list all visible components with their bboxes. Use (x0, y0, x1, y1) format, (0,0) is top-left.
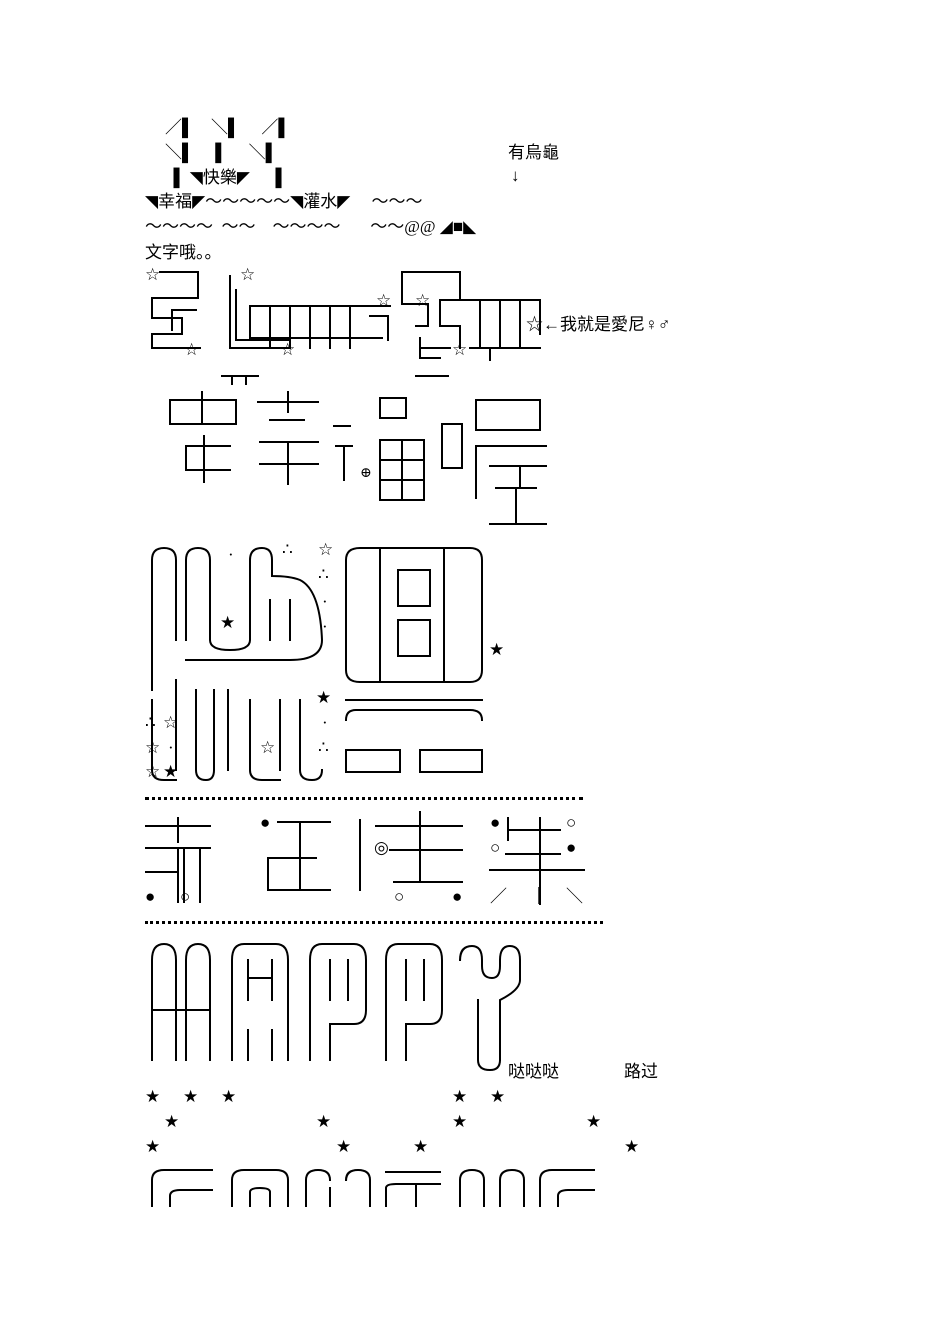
boxed-glyph-2 (267, 821, 331, 891)
star-white: ☆ (163, 713, 179, 732)
circle-black: ● (260, 813, 271, 832)
header-art-row4: ◥幸福◤～～～～～◥灌水◤ ～～～ (145, 192, 423, 211)
rounded-glyph-3 (151, 679, 324, 782)
star-white: ☆ (452, 340, 468, 359)
star-black: ★ (221, 1087, 237, 1106)
bar-mark: ｜ (530, 887, 547, 906)
star-white: ☆ (415, 291, 431, 310)
circle-black: ● (145, 887, 156, 906)
rounded-glyph-2 (345, 547, 483, 683)
circle-black: ● (566, 838, 577, 857)
star-black: ★ (336, 1137, 352, 1156)
char-block-2 (257, 391, 319, 485)
star-white: ☆ (145, 265, 161, 284)
star-black: ★ (145, 1137, 161, 1156)
logo-glyph-1 (151, 271, 201, 349)
happy-letter-p2 (385, 943, 443, 1061)
char-block-4 (441, 399, 547, 525)
logo-glyph-2 (229, 275, 391, 349)
separator-2 (145, 921, 603, 924)
star-white: ☆ (376, 291, 392, 310)
annotation-text: ☆←我就是愛尼♀♂ (526, 315, 671, 334)
circle-black: ● (452, 887, 463, 906)
star-black: ★ (316, 688, 332, 707)
star-black: ★ (164, 1112, 180, 1131)
star-black: ★ (163, 762, 179, 781)
star-white: ☆ (145, 738, 161, 757)
circle-white: ○ (180, 887, 191, 906)
bottom-letters-partial (151, 1168, 595, 1207)
star-black: ★ (183, 1087, 199, 1106)
turtle-label: 有烏龜 (508, 143, 559, 162)
circle-plus-mark: ⊕ (360, 466, 372, 481)
circle-white: ○ (490, 838, 501, 857)
char-block-1 (169, 391, 237, 483)
star-black: ★ (490, 1087, 506, 1106)
char-block-3 (333, 397, 425, 501)
star-black: ★ (145, 1087, 161, 1106)
star-black: ★ (489, 640, 505, 659)
lugu-label: 路过 (624, 1062, 658, 1081)
therefore-mark: ∴ (145, 713, 156, 732)
star-black: ★ (624, 1137, 640, 1156)
dot-mark: · (322, 617, 328, 636)
happy-letter-p1 (309, 943, 367, 1061)
therefore-mark: ∴ (318, 738, 329, 757)
star-white: ☆ (318, 540, 334, 559)
boxed-glyph-1 (145, 817, 211, 903)
star-black: ★ (452, 1112, 468, 1131)
dot-mark: · (168, 738, 174, 757)
backslash-mark: ＼ (566, 887, 583, 906)
star-white: ☆ (184, 340, 200, 359)
star-white: ☆ (260, 738, 276, 757)
boxed-glyph-3 (359, 811, 463, 891)
intro-text: 文字哦。。 (145, 243, 222, 262)
header-art-row2: ＼▌ ▌ ＼▌ (165, 143, 278, 162)
star-black: ★ (413, 1137, 429, 1156)
happy-letter-a (231, 943, 289, 1061)
rounded-glyph-4 (344, 699, 484, 773)
star-black: ★ (586, 1112, 602, 1131)
star-white: ☆ (145, 762, 161, 781)
star-black: ★ (316, 1112, 332, 1131)
boxed-glyph-4 (489, 817, 585, 905)
circle-black: ● (490, 813, 501, 832)
rounded-glyph-1 (151, 546, 324, 691)
circle-white: ○ (394, 887, 405, 906)
star-black: ★ (220, 613, 236, 632)
header-art-row3: ▌ ◥快樂◤ ▌ (165, 168, 288, 187)
star-white: ☆ (280, 340, 296, 359)
star-black: ★ (452, 1087, 468, 1106)
happy-letter-h (151, 942, 211, 1061)
separator-1 (145, 797, 583, 800)
therefore-mark: ∴ (318, 565, 329, 584)
dot-mark: · (322, 713, 328, 732)
header-art-row5: ～～～～ ～～ ～～～～ ～～@@ ◢■◣ (145, 217, 477, 236)
dada-label: 哒哒哒 (508, 1062, 559, 1081)
dot-mark: · (322, 592, 328, 611)
logo-glyph-3 (401, 271, 541, 361)
logo-underlines (221, 375, 449, 385)
header-art-row1: ／▌ ＼▌ ／▌ (165, 118, 291, 137)
therefore-mark: ∴ (282, 540, 293, 559)
happy-letter-y (458, 944, 521, 1072)
circle-white: ○ (566, 813, 577, 832)
star-white: ☆ (240, 265, 256, 284)
turtle-arrow: ↓ (511, 166, 520, 185)
slash-mark: ／ (490, 887, 507, 906)
bullseye-mark: ◎ (374, 838, 389, 857)
dot-mark: · (228, 545, 234, 564)
